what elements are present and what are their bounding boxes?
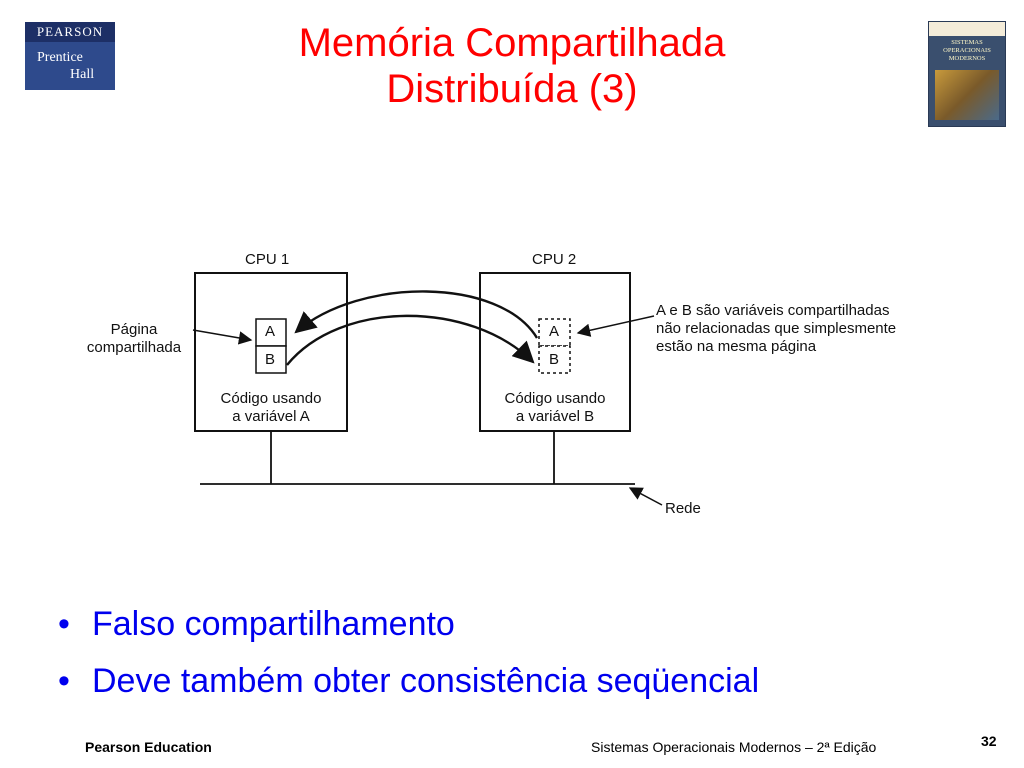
cpu2-caption-line1: Código usando: [504, 390, 606, 407]
logo-line2: Hall: [70, 67, 95, 82]
shared-page-line1: Página: [110, 321, 158, 338]
migration-arrow-a: [294, 290, 539, 339]
footer-book-title: Sistemas Operacionais Modernos – 2ª Ediç…: [591, 739, 877, 755]
bullet-item: • Deve também obter consistência seqüenci…: [58, 661, 759, 701]
cpu1-cell-a: A: [265, 323, 276, 340]
pearson-prentice-hall-logo: PEARSON Prentice Hall: [25, 22, 115, 90]
cpu1-caption-line2: a variável A: [232, 408, 310, 425]
bullet-text: Deve também obter consistência seqüencia…: [92, 662, 760, 700]
shared-page-label: Página compartilhada: [72, 321, 196, 357]
shared-variables-note: A e B são variáveis compartilhadas não r…: [656, 302, 896, 356]
cpu1-cell-b-box: [255, 345, 287, 374]
bullet-marker: •: [58, 605, 70, 643]
note-pointer: [576, 315, 655, 337]
migration-arrow-b: [286, 314, 535, 366]
cpu2-label: CPU 2: [532, 251, 577, 268]
cpu2-box: [479, 272, 631, 432]
cpu2-cell-b: B: [549, 351, 560, 368]
logo-line1: Prentice: [37, 50, 83, 65]
cpu2-caption: Código usando a variável B: [482, 390, 628, 426]
note-line3: estão na mesma página: [656, 338, 817, 355]
note-line2: não relacionadas que simplesmente: [656, 320, 897, 337]
bullet-text: Falso compartilhamento: [92, 605, 455, 643]
cpu1-label: CPU 1: [245, 251, 290, 268]
cpu1-caption-line1: Código usando: [220, 390, 322, 407]
cpu1-cell-b: B: [265, 351, 276, 368]
slide-title-line2: Distribuída (3): [386, 67, 638, 111]
book-cover-art: [935, 70, 999, 120]
note-line1: A e B são variáveis compartilhadas: [656, 302, 890, 319]
bullet-marker: •: [58, 662, 70, 700]
network-pointer: [628, 487, 663, 506]
logo-brand: PEARSON: [25, 22, 115, 42]
book-cover-band: [929, 22, 1005, 36]
shared-page-line2: compartilhada: [86, 339, 182, 356]
shared-page-pointer: [192, 329, 253, 345]
bullet-item: • Falso compartilhamento: [58, 604, 455, 644]
network-label: Rede: [665, 500, 701, 517]
slide-title-line1: Memória Compartilhada: [298, 21, 726, 65]
book-cover-title: SISTEMAS OPERACIONAIS MODERNOS: [943, 39, 991, 62]
cpu1-caption: Código usando a variável A: [198, 390, 344, 426]
footer-publisher: Pearson Education: [85, 739, 212, 755]
page-number: 32: [981, 733, 997, 749]
cpu2-cell-a: A: [549, 323, 560, 340]
slide-title: Memória Compartilhada Distribuída (3): [180, 20, 844, 112]
cpu2-cell-b-box: [538, 345, 571, 374]
book-cover-image: SISTEMAS OPERACIONAIS MODERNOS: [928, 21, 1006, 127]
cpu2-caption-line2: a variável B: [515, 408, 595, 425]
